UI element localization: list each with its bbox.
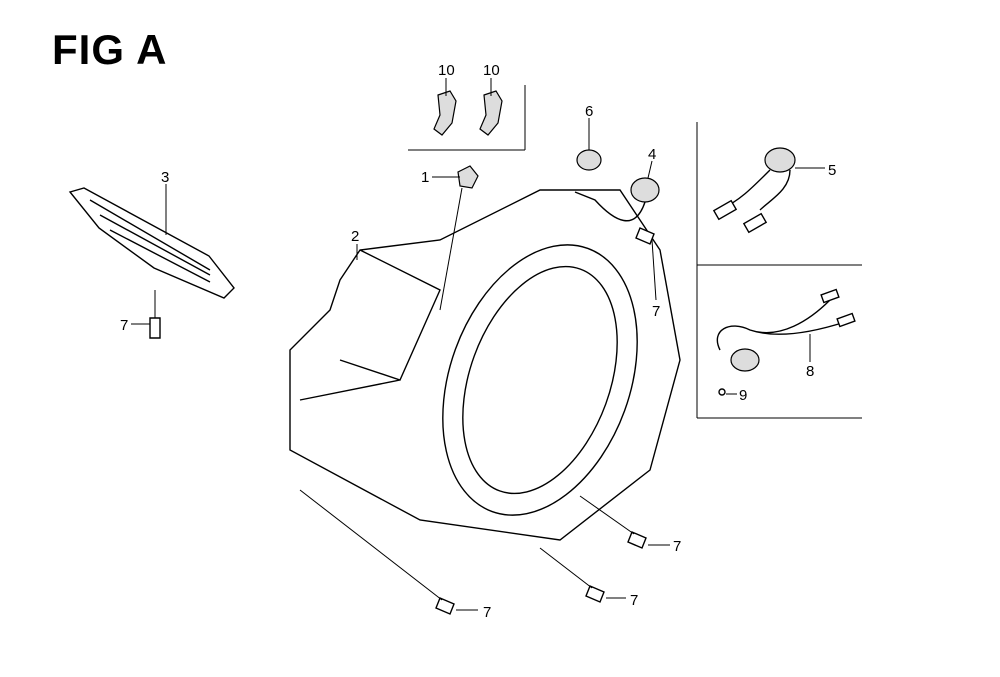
callout-3: 3 bbox=[161, 169, 169, 186]
bolt-part-7-upper-right[interactable] bbox=[635, 227, 657, 301]
callout-7d: 7 bbox=[630, 592, 638, 609]
grommet-part-6[interactable] bbox=[576, 118, 602, 171]
sensor-part-9[interactable] bbox=[718, 348, 760, 396]
callout-6: 6 bbox=[585, 103, 593, 120]
inset-box-clips bbox=[408, 85, 526, 151]
callout-10a: 10 bbox=[438, 62, 455, 79]
switch-part-4[interactable] bbox=[574, 160, 660, 222]
clip-part-10a[interactable] bbox=[433, 78, 457, 136]
sensor-part-8[interactable] bbox=[716, 288, 856, 362]
air-guide-part-3[interactable] bbox=[68, 184, 235, 299]
callout-10b: 10 bbox=[483, 62, 500, 79]
sensor-part-5[interactable] bbox=[712, 147, 825, 234]
bolt-part-7-right[interactable] bbox=[579, 495, 670, 549]
callout-8: 8 bbox=[806, 363, 814, 380]
bolt-part-7-left[interactable] bbox=[131, 290, 161, 339]
callout-7a: 7 bbox=[120, 317, 128, 334]
callout-7c: 7 bbox=[673, 538, 681, 555]
clip-part-1[interactable] bbox=[432, 165, 479, 311]
callout-9: 9 bbox=[739, 387, 747, 404]
callout-7e: 7 bbox=[483, 604, 491, 621]
callout-7b: 7 bbox=[652, 303, 660, 320]
inset-box-sensors bbox=[696, 122, 862, 419]
callout-1: 1 bbox=[421, 169, 429, 186]
clip-part-10b[interactable] bbox=[479, 78, 503, 136]
callout-4: 4 bbox=[648, 146, 656, 163]
callout-labels: 10 10 6 4 1 5 3 2 7 7 7 7 7 8 9 bbox=[120, 62, 836, 621]
callout-5: 5 bbox=[828, 162, 836, 179]
figure-title: FIG A bbox=[52, 26, 168, 73]
fan-shroud-part-2[interactable] bbox=[289, 189, 681, 542]
bolt-part-7-bottom[interactable] bbox=[299, 489, 478, 615]
bolt-part-7-bottom-right[interactable] bbox=[539, 547, 626, 603]
callout-2: 2 bbox=[351, 228, 359, 245]
